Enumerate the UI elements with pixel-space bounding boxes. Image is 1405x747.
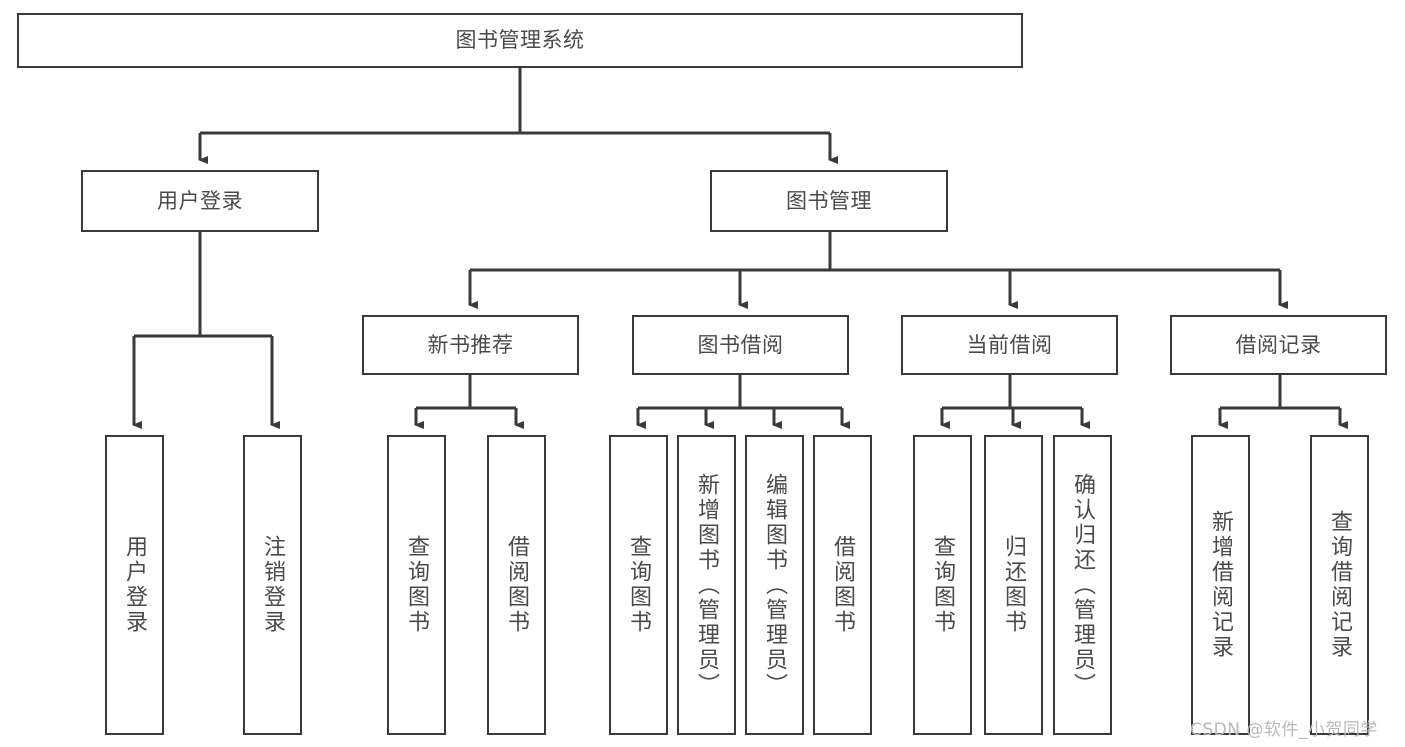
leaf-label: 注销登录 <box>260 535 286 635</box>
leaf-label: 借阅图书 <box>504 535 530 635</box>
leaf-query-book-recommend[interactable]: 查询图书 <box>387 435 446 735</box>
leaf-label: 查询图书 <box>626 535 652 635</box>
leaf-logout[interactable]: 注销登录 <box>243 435 302 735</box>
node-book-management[interactable]: 图书管理 <box>710 170 948 232</box>
node-book-borrow-label: 图书借阅 <box>697 332 784 357</box>
leaf-label: 归还图书 <box>1001 535 1027 635</box>
leaf-query-book-borrow[interactable]: 查询图书 <box>609 435 668 735</box>
leaf-query-borrow-record[interactable]: 查询借阅记录 <box>1310 435 1369 735</box>
leaf-borrow-book-recommend[interactable]: 借阅图书 <box>487 435 546 735</box>
leaf-query-book-current[interactable]: 查询图书 <box>913 435 972 735</box>
leaf-add-book-admin[interactable]: 新增图书（管理员） <box>677 435 736 735</box>
node-user-login[interactable]: 用户登录 <box>81 170 319 232</box>
node-current-borrow[interactable]: 当前借阅 <box>901 315 1118 375</box>
node-book-management-label: 图书管理 <box>786 188 872 213</box>
node-borrow-records-label: 借阅记录 <box>1235 332 1322 357</box>
node-root-label: 图书管理系统 <box>455 28 585 53</box>
leaf-label: 查询图书 <box>930 535 956 635</box>
leaf-label: 用户登录 <box>122 535 148 635</box>
leaf-edit-book-admin[interactable]: 编辑图书（管理员） <box>745 435 804 735</box>
node-book-borrow[interactable]: 图书借阅 <box>632 315 849 375</box>
leaf-user-login[interactable]: 用户登录 <box>105 435 164 735</box>
leaf-return-book[interactable]: 归还图书 <box>984 435 1043 735</box>
node-borrow-records[interactable]: 借阅记录 <box>1170 315 1387 375</box>
leaf-label: 借阅图书 <box>830 535 856 635</box>
leaf-label: 确认归还（管理员） <box>1070 472 1096 698</box>
leaf-borrow-book[interactable]: 借阅图书 <box>813 435 872 735</box>
leaf-label: 新增图书（管理员） <box>694 472 720 698</box>
node-current-borrow-label: 当前借阅 <box>966 332 1053 357</box>
node-new-book-recommend[interactable]: 新书推荐 <box>362 315 579 375</box>
node-new-book-recommend-label: 新书推荐 <box>427 332 514 357</box>
leaf-label: 查询图书 <box>404 535 430 635</box>
leaf-label: 编辑图书（管理员） <box>762 472 788 698</box>
csdn-watermark: CSDN @软件_小贺同学 <box>1190 720 1378 740</box>
node-root[interactable]: 图书管理系统 <box>17 13 1023 68</box>
leaf-label: 新增借阅记录 <box>1208 510 1234 660</box>
node-user-login-label: 用户登录 <box>157 188 243 213</box>
leaf-label: 查询借阅记录 <box>1327 510 1353 660</box>
leaf-add-borrow-record[interactable]: 新增借阅记录 <box>1191 435 1250 735</box>
leaf-confirm-return-admin[interactable]: 确认归还（管理员） <box>1053 435 1112 735</box>
